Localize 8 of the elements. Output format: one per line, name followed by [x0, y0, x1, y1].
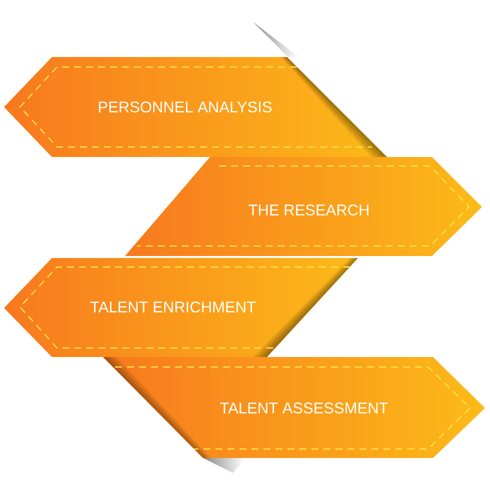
ribbon-banner: THE RESEARCH [125, 157, 482, 256]
ribbon-banner: TALENT ENRICHMENT [4, 258, 358, 357]
node-label: THE RESEARCH [248, 204, 368, 216]
ribbon-banner: TALENT ASSESSMENT [103, 357, 485, 458]
ribbon-banner: PERSONNEL ANALYSIS [4, 57, 387, 157]
node-label: PERSONNEL ANALYSIS [98, 102, 272, 112]
node-label: TALENT ASSESSMENT [220, 402, 388, 414]
node-label: TALENT ENRICHMENT [90, 302, 256, 312]
